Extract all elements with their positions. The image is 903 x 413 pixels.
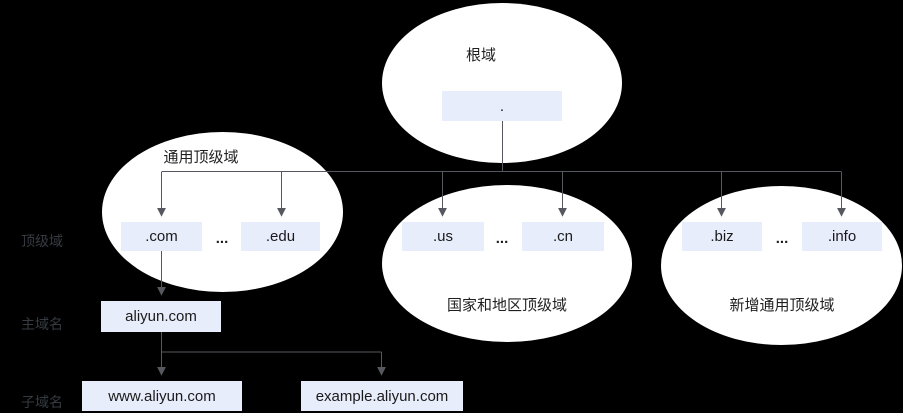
ellipsis-country-tld: ... [495,230,509,247]
country-tld-label: 国家和地区顶级域 [446,297,568,314]
node-cn: .cn [522,222,604,251]
node-aliyun-com: aliyun.com [101,301,221,332]
node-com: .com [121,222,202,251]
generic-tld-ellipse [102,132,343,292]
node-www-aliyun-com: www.aliyun.com [82,381,242,411]
row-label-main-domain: 主域名 [21,316,63,332]
node-edu: .edu [241,222,320,251]
new-generic-tld-ellipse [661,186,902,345]
node-us: .us [402,222,484,251]
subdomain-bus-line [161,332,382,353]
ellipsis-new-tld: ... [775,230,789,247]
root-domain-label: 根域 [465,47,497,64]
node-biz: .biz [682,222,762,251]
generic-tld-label: 通用顶级域 [163,149,239,166]
node-example-aliyun-com: example.aliyun.com [301,381,463,411]
new-generic-tld-label: 新增通用顶级域 [729,297,835,314]
country-tld-ellipse [382,185,632,342]
node-info: .info [802,222,882,251]
ellipsis-generic-tld: ... [215,230,229,247]
row-label-subdomain: 子域名 [21,394,63,410]
row-label-tld: 顶级域 [21,233,63,249]
node-root-dot: . [442,91,562,121]
